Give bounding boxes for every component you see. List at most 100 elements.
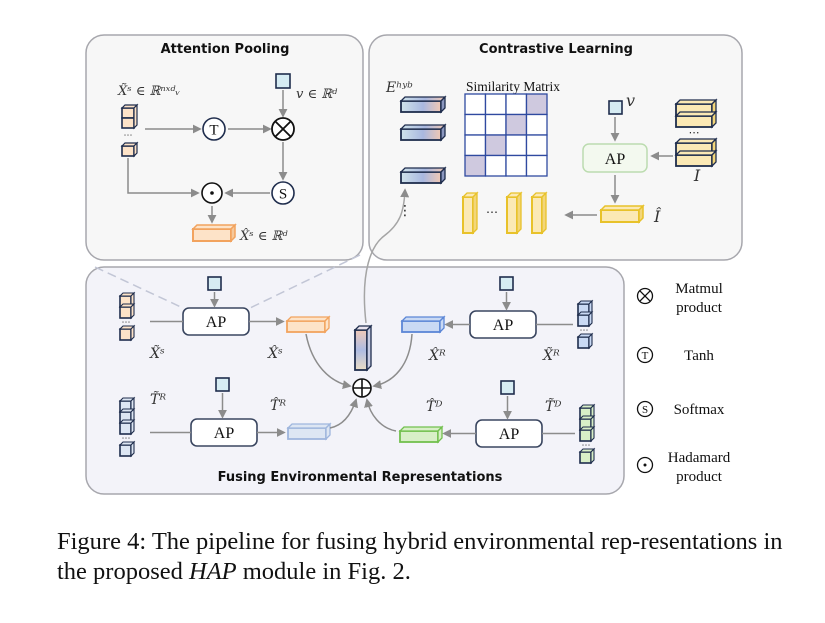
matrix-cell xyxy=(505,93,528,116)
svg-text:T: T xyxy=(209,123,218,139)
ap-block-tr: AP xyxy=(190,418,258,447)
ap-output-label: X̂ˢ ∈ ℝᵈ xyxy=(239,228,288,244)
image-embedding-bar-0 xyxy=(461,191,479,235)
caption-suffix: module in Fig. 2. xyxy=(236,558,411,585)
query-vector-icon xyxy=(207,276,222,291)
branch-output-vector-td xyxy=(398,425,444,444)
image-feature-3 xyxy=(674,149,718,168)
legend-label: Softmax xyxy=(674,402,725,418)
svg-text:AP: AP xyxy=(499,426,520,443)
branch-input-stack-xs: ⋯ xyxy=(118,291,136,342)
image-embedding-bars xyxy=(461,191,548,235)
ap-block-td: AP xyxy=(475,419,543,448)
cl-query-label: v xyxy=(626,91,635,110)
matrix-cell xyxy=(505,134,528,157)
query-vector-icon xyxy=(215,377,230,392)
image-feature-2 xyxy=(674,137,718,156)
query-vector-icon xyxy=(499,276,514,291)
svg-text:⋯: ⋯ xyxy=(582,441,591,451)
legend-item: Hadamard product xyxy=(636,450,731,485)
fusing-panel: Fusing Environmental Representations ⋯ AP… xyxy=(85,254,625,495)
svg-text:S: S xyxy=(279,187,287,203)
contrastive-learning-title: Contrastive Learning xyxy=(479,42,633,57)
branch-input-stack-xr: ⋯ xyxy=(576,299,594,350)
legend-label: Matmul xyxy=(675,281,723,297)
ap-block-xs: AP xyxy=(182,307,250,336)
ap-block-xr: AP xyxy=(469,310,537,339)
legend-item: S Softmax xyxy=(636,400,725,418)
svg-text:S: S xyxy=(642,404,648,416)
hadamard-icon xyxy=(201,182,223,204)
softmax-icon: S xyxy=(636,400,654,418)
ap-query-vector-icon xyxy=(275,73,291,89)
matrix-cell xyxy=(525,93,548,116)
svg-text:AP: AP xyxy=(214,425,235,442)
svg-text:⋯: ⋯ xyxy=(580,326,589,336)
image-pooled-vector-icon xyxy=(599,204,645,224)
cl-ap-block: AP xyxy=(582,143,648,173)
matrix-cell xyxy=(525,113,548,136)
cl-query-vector-icon xyxy=(608,100,623,115)
image-pooled-label: Î xyxy=(653,206,662,226)
image-embedding-bar-2 xyxy=(530,191,548,235)
hybrid-embedding-1 xyxy=(399,123,447,142)
matrix-cell xyxy=(464,93,487,116)
branch-input-label-td: T̃ᴰ xyxy=(545,397,561,415)
matmul-icon xyxy=(636,287,654,305)
matmul-icon xyxy=(271,117,295,141)
branch-input-label-xs: X̃ˢ xyxy=(149,344,165,362)
image-feature-1 xyxy=(674,110,718,129)
branch-tr: ⋯ AP T̃ᴿ T̂ᴿ xyxy=(118,377,332,458)
figure-caption: Figure 4: The pipeline for fusing hybrid… xyxy=(57,527,797,587)
tanh-icon: T xyxy=(636,346,654,364)
matrix-cell xyxy=(464,134,487,157)
matrix-cell xyxy=(484,134,507,157)
hybrid-embedding-stack xyxy=(399,95,447,185)
contrastive-learning-panel: Contrastive Learning Eʰʸᵇ Similarity Mat… xyxy=(368,34,743,261)
matrix-cell xyxy=(484,93,507,116)
image-embedding-bar-1 xyxy=(505,191,523,235)
svg-text:⋯: ⋯ xyxy=(122,434,131,444)
branch-input-label-xr: X̃ᴿ xyxy=(542,346,560,364)
branch-output-vector-tr xyxy=(286,422,332,441)
branch-input-stack-tr: ⋯ xyxy=(118,396,136,458)
branch-output-label-xs: X̂ˢ xyxy=(267,344,283,362)
branch-output-label-td: T̂ᴰ xyxy=(426,397,442,415)
caption-prefix: Figure 4: The pipeline for fusing hybrid… xyxy=(57,528,783,585)
softmax-icon: S xyxy=(271,181,295,205)
svg-text:AP: AP xyxy=(605,151,626,168)
branch-input-label-tr: T̃ᴿ xyxy=(150,390,166,408)
ap-input-label: X̃ˢ ∈ ℝⁿˣᵈᵥ xyxy=(117,83,180,99)
matrix-cell xyxy=(505,154,528,177)
matrix-cell xyxy=(505,113,528,136)
matrix-cell xyxy=(525,154,548,177)
branch-input-stack-td: ⋯ xyxy=(578,403,596,465)
legend-label-line2: product xyxy=(676,469,723,485)
tanh-icon: T xyxy=(202,117,226,141)
hybrid-embedding-label: Eʰʸᵇ xyxy=(385,80,413,96)
legend-label-line2: product xyxy=(676,300,723,316)
image-feature-label: I xyxy=(693,166,701,185)
branch-output-label-tr: T̂ᴿ xyxy=(270,396,286,414)
legend-label: Tanh xyxy=(684,348,714,364)
svg-text:⋯: ⋯ xyxy=(124,131,133,141)
matrix-cell xyxy=(525,134,548,157)
caption-emphasis: HAP xyxy=(189,558,237,585)
matrix-cell xyxy=(484,154,507,177)
matrix-cell xyxy=(484,113,507,136)
legend-label: Hadamard xyxy=(668,450,731,466)
branch-output-label-xr: X̂ᴿ xyxy=(428,346,446,364)
ap-query-label: v ∈ ℝᵈ xyxy=(296,87,338,102)
ap-output-vector-icon xyxy=(191,223,237,243)
hadamard-icon xyxy=(636,456,654,474)
svg-text:⋯: ⋯ xyxy=(122,318,131,328)
fusing-title: Fusing Environmental Representations xyxy=(218,470,503,485)
matrix-cell xyxy=(464,154,487,177)
svg-text:AP: AP xyxy=(206,314,227,331)
matrix-cell xyxy=(464,113,487,136)
sum-icon xyxy=(352,378,372,398)
image-feature-stack: ⋯ xyxy=(674,98,718,168)
hybrid-embedding-0 xyxy=(399,95,447,114)
